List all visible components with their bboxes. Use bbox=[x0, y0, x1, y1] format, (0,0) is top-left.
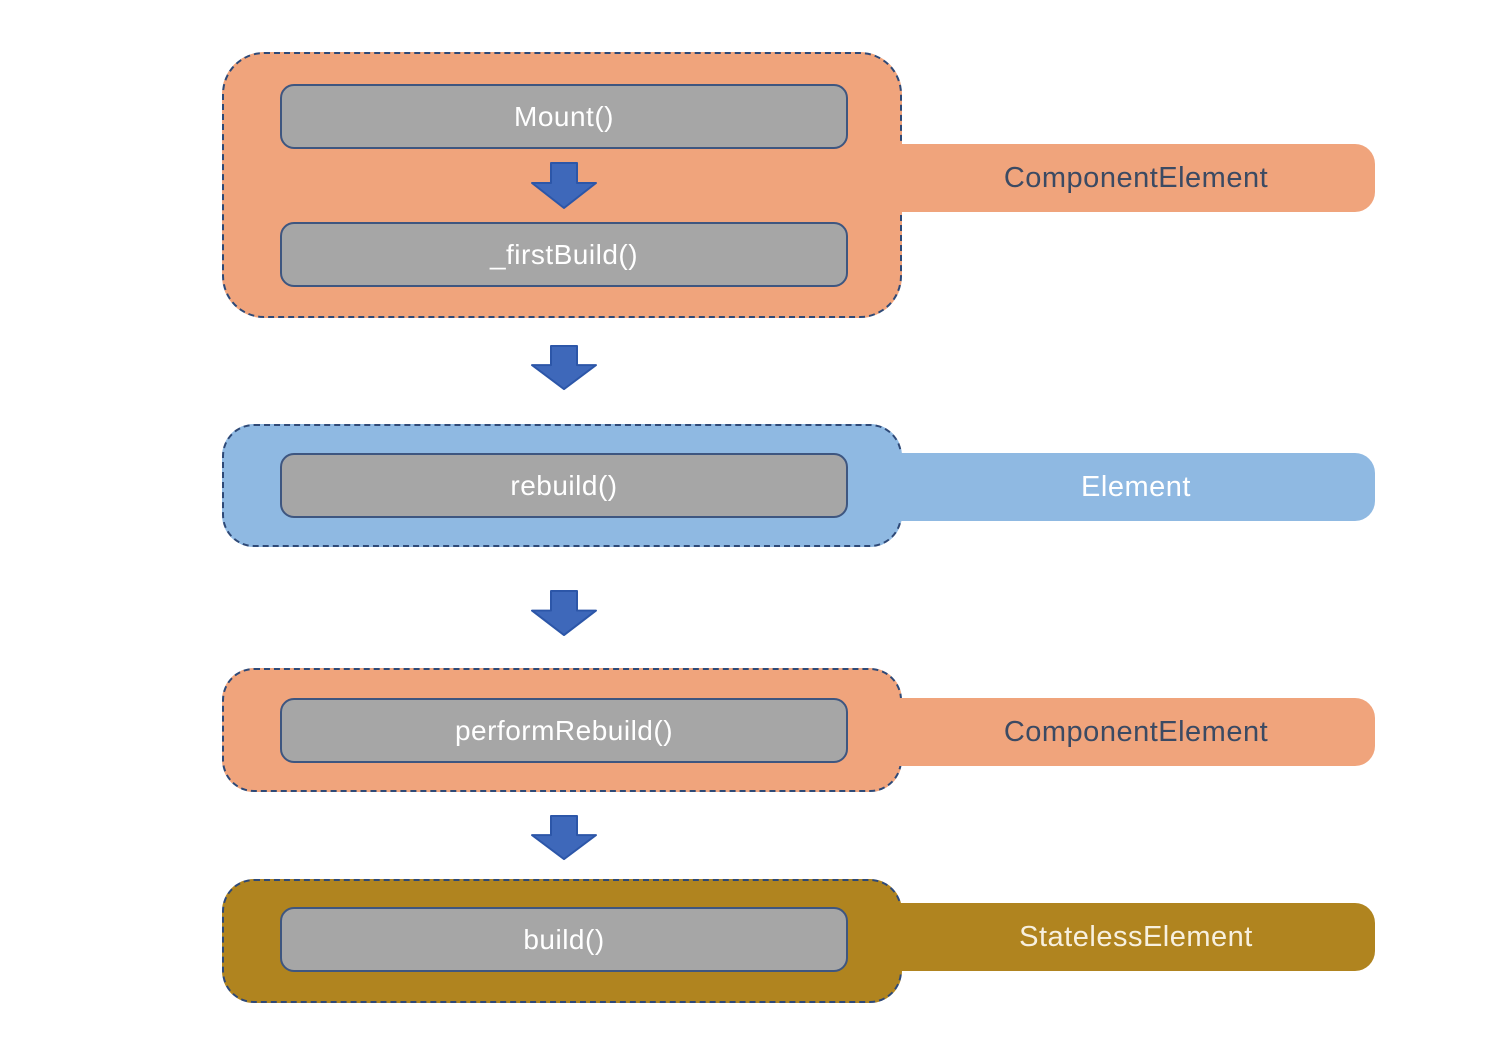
class-tab-component-element-1: ComponentElement bbox=[897, 144, 1375, 212]
class-tab-element: Element bbox=[897, 453, 1375, 521]
class-tab-label: StatelessElement bbox=[1019, 920, 1253, 953]
method-label-mount: Mount() bbox=[514, 100, 614, 132]
method-box-mount: Mount() bbox=[280, 84, 848, 149]
class-tab-label: Element bbox=[1081, 470, 1191, 503]
down-arrow-icon bbox=[530, 162, 598, 210]
method-box-build: build() bbox=[280, 907, 848, 972]
class-tab-component-element-2: ComponentElement bbox=[897, 698, 1375, 766]
down-arrow-icon bbox=[530, 590, 598, 637]
method-label-rebuild: rebuild() bbox=[510, 469, 618, 501]
class-tab-label: ComponentElement bbox=[1003, 161, 1269, 194]
down-arrow-icon bbox=[530, 815, 598, 861]
down-arrow-shape bbox=[531, 162, 597, 209]
method-label-performrebuild: performRebuild() bbox=[454, 714, 674, 746]
down-arrow-icon bbox=[530, 345, 598, 391]
down-arrow-shape bbox=[531, 590, 597, 637]
method-label-build: build() bbox=[523, 923, 605, 955]
class-tab-label: ComponentElement bbox=[1003, 715, 1269, 748]
down-arrow-shape bbox=[531, 815, 597, 861]
class-tab-stateless-element: StatelessElement bbox=[897, 903, 1375, 971]
method-box-performrebuild: performRebuild() bbox=[280, 698, 848, 763]
method-box-firstbuild: _firstBuild() bbox=[280, 222, 848, 287]
method-label-firstbuild: _firstBuild() bbox=[489, 238, 639, 270]
down-arrow-shape bbox=[531, 345, 597, 391]
method-box-rebuild: rebuild() bbox=[280, 453, 848, 518]
